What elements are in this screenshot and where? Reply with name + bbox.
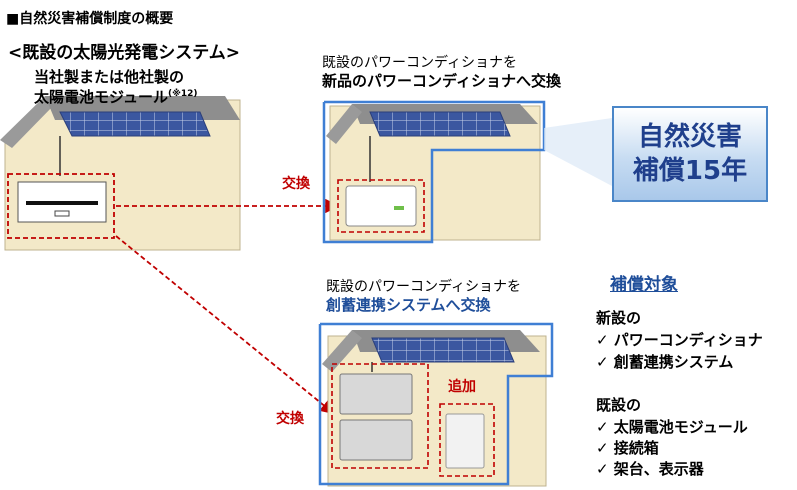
badge-line2: 補償15年 (632, 156, 748, 186)
case2-house (318, 322, 554, 487)
case2-caption-line1: 既設のパワーコンディショナを (326, 279, 522, 295)
module-label-line2: 太陽電池モジュール(※12) (34, 86, 197, 107)
pcs-button (54, 210, 70, 217)
exchange-arrow-2 (115, 235, 335, 415)
coverage-existing-label: 既設の (596, 396, 642, 414)
solar-panel-icon (59, 111, 211, 137)
exchange-label-1: 交換 (282, 176, 310, 192)
pcs-status-light (394, 206, 404, 210)
coverage-new-item: ✓ 創蓄連携システム (596, 353, 734, 371)
existing-house (0, 96, 241, 251)
coverage-outline-1 (322, 100, 546, 244)
case1-caption-line2: 新品のパワーコンディショナへ交換 (322, 72, 561, 90)
module-footnote: (※12) (167, 89, 198, 99)
add-label: 追加 (448, 379, 476, 395)
coverage-existing-item: ✓ 接続箱 (596, 439, 659, 457)
case1-caption-line1: 既設のパワーコンディショナを (322, 55, 518, 71)
coverage-new-item: ✓ パワーコンディショナ (596, 331, 763, 349)
compensation-badge: 自然災害 補償15年 (612, 106, 768, 202)
system-title: <既設の太陽光発電システム> (8, 43, 240, 63)
case2-caption-line2: 創蓄連携システムへ交換 (326, 296, 491, 314)
badge-line1: 自然災害 (637, 122, 742, 152)
pcs-highlight-box (337, 179, 425, 233)
solar-panel-icon (369, 111, 511, 137)
module-label-line1: 当社製または他社製の (34, 68, 185, 86)
solar-panel-icon (371, 337, 515, 363)
roof (322, 330, 362, 372)
exchange-label-2: 交換 (276, 411, 304, 427)
power-conditioner-icon (339, 419, 413, 461)
coverage-outline-2 (318, 322, 554, 486)
roof (0, 96, 55, 148)
coverage-new-label: 新設の (596, 309, 642, 327)
pcs-slot (26, 201, 98, 205)
coverage-title: 補償対象 (610, 275, 678, 295)
power-conditioner-icon (339, 373, 413, 415)
badge-connector (544, 118, 612, 186)
module-label-text: 太陽電池モジュール (34, 88, 168, 106)
page-heading: ■自然災害補償制度の概要 (6, 11, 174, 27)
case1-house (322, 100, 546, 244)
power-conditioner-icon (345, 185, 417, 227)
coverage-existing-item: ✓ 架台、表示器 (596, 460, 704, 478)
battery-unit-icon (445, 413, 485, 469)
pcs-highlight-box (7, 173, 115, 239)
battery-highlight-box (439, 403, 495, 477)
roof (326, 104, 362, 144)
pcs-highlight-box (331, 363, 429, 469)
coverage-existing-item: ✓ 太陽電池モジュール (596, 418, 748, 436)
